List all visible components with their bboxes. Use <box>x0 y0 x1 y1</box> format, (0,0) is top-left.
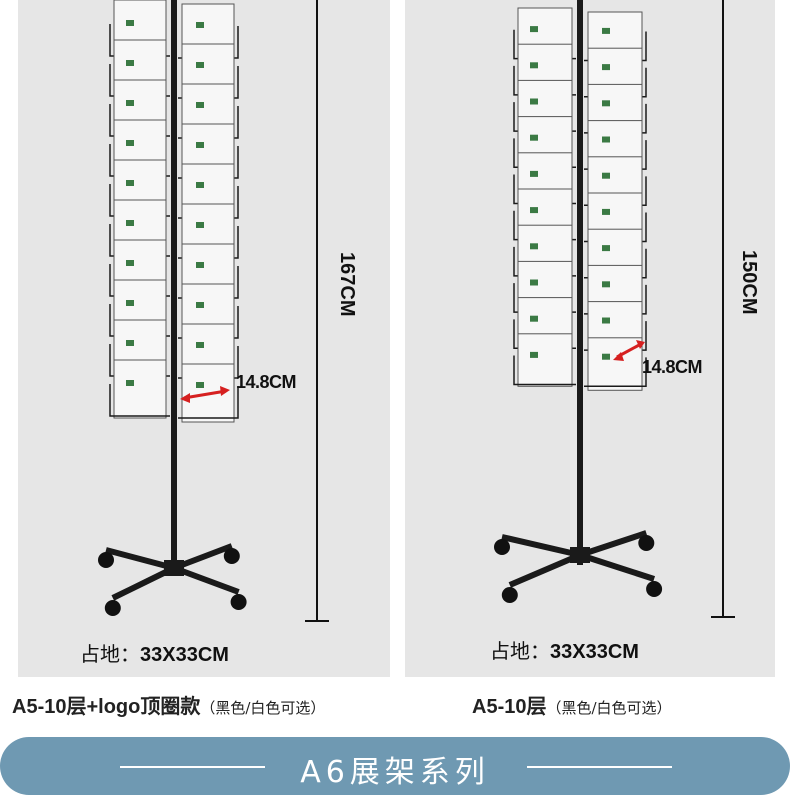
card-graphic <box>602 353 610 360</box>
card-graphic <box>602 208 610 215</box>
card-graphic <box>196 342 204 348</box>
caption-left-sub: （黑色/白色可选） <box>200 699 326 717</box>
card-graphic <box>196 22 204 28</box>
caption-right-main: A5-10层 <box>472 696 547 718</box>
rack-illustration-left <box>98 0 329 622</box>
base-leg <box>172 565 240 595</box>
footprint-value: 33X33CM <box>550 641 639 663</box>
card-graphic <box>126 380 134 386</box>
footprint-text: 占地：33X33CM <box>80 638 229 667</box>
arrow-head-left <box>180 393 190 403</box>
base-leg <box>579 530 648 558</box>
caster-wheel <box>638 535 655 551</box>
card-graphic <box>196 142 204 148</box>
base-hub <box>164 560 184 576</box>
card-graphic <box>196 62 204 68</box>
card-graphic <box>602 136 610 143</box>
width-label: 14.8CM <box>642 357 703 377</box>
rack-illustration-right <box>494 0 735 618</box>
arrow-head-right <box>220 386 230 396</box>
caption-right: A5-10层（黑色/白色可选） <box>472 690 672 719</box>
card-graphic <box>530 351 538 358</box>
footprint-prefix: 占地： <box>490 639 550 663</box>
card-graphic <box>126 20 134 26</box>
brochure-card <box>587 337 643 391</box>
card-graphic <box>196 222 204 228</box>
wire-pocket <box>584 357 647 388</box>
card-graphic <box>126 100 134 106</box>
caster-wheel <box>646 581 663 597</box>
base-hub <box>570 547 590 563</box>
width-label: 14.8CM <box>236 372 297 392</box>
card-graphic <box>602 317 610 324</box>
product-panel-right: 150CM 14.8CM 占地：33X33CM <box>405 0 775 677</box>
card-graphic <box>126 180 134 186</box>
arrow-head-left <box>613 352 624 361</box>
card-graphic <box>196 262 204 268</box>
card-graphic <box>530 207 538 214</box>
caster-wheel <box>494 539 510 555</box>
arrow-head-right <box>636 340 645 349</box>
card-graphic <box>530 170 538 177</box>
product-panel-left: 167CM 14.8CM 占地：33X33CM <box>18 0 390 677</box>
card-graphic <box>126 260 134 266</box>
card-graphic <box>126 300 134 306</box>
card-graphic <box>602 64 610 71</box>
caption-right-sub: （黑色/白色可选） <box>546 699 672 717</box>
base-leg <box>105 547 175 571</box>
card-graphic <box>602 245 610 252</box>
footprint-prefix: 占地： <box>80 642 140 666</box>
width-measure-arrow <box>183 389 227 400</box>
card-graphic <box>530 279 538 286</box>
card-graphic <box>196 102 204 108</box>
footprint-value: 33X33CM <box>140 644 229 666</box>
banner-line-right <box>527 766 672 768</box>
card-graphic <box>126 220 134 226</box>
height-label: 150CM <box>738 250 760 315</box>
base-leg <box>111 565 176 601</box>
card-graphic <box>530 315 538 322</box>
card-graphic <box>530 26 538 33</box>
footprint-text: 占地：33X33CM <box>490 635 639 664</box>
series-banner: A6展架系列 <box>0 737 790 795</box>
caster-wheel <box>104 600 121 616</box>
card-graphic <box>126 340 134 346</box>
card-graphic <box>602 27 610 34</box>
card-graphic <box>530 134 538 141</box>
banner-line-left <box>120 766 265 768</box>
wire-pocket <box>513 355 576 386</box>
caster-wheel <box>223 548 240 564</box>
card-graphic <box>602 172 610 179</box>
caster-wheel <box>98 552 114 568</box>
height-label: 167CM <box>336 252 358 317</box>
card-graphic <box>126 140 134 146</box>
card-graphic <box>602 281 610 288</box>
wire-pocket <box>178 386 239 419</box>
wire-pocket <box>109 384 170 417</box>
caption-left-main: A5-10层+logo顶圈款 <box>12 696 201 718</box>
card-graphic <box>602 100 610 107</box>
card-graphic <box>530 62 538 69</box>
card-graphic <box>126 60 134 66</box>
card-graphic <box>196 302 204 308</box>
base-leg <box>508 552 582 588</box>
banner-title: A6展架系列 <box>300 755 490 790</box>
base-leg <box>501 534 581 558</box>
brochure-card <box>113 359 167 419</box>
caster-wheel <box>501 587 518 603</box>
card-graphic <box>196 382 204 388</box>
caster-wheel <box>230 594 247 610</box>
card-graphic <box>530 98 538 105</box>
brochure-card <box>517 333 573 387</box>
base-leg <box>579 552 656 582</box>
card-graphic <box>196 182 204 188</box>
caption-left: A5-10层+logo顶圈款（黑色/白色可选） <box>12 690 325 719</box>
card-graphic <box>530 243 538 250</box>
